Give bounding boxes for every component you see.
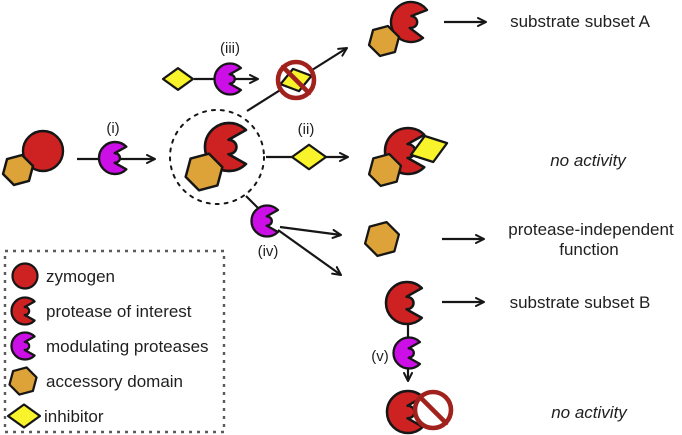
substrate-subset-a-label: substrate subset A: [510, 12, 651, 31]
inhibitor-icon: [292, 145, 326, 169]
legend-item: protease of interest: [11, 298, 192, 325]
start-zymogen-complex: [3, 129, 65, 185]
step-iv-arrow-domain: [279, 225, 342, 239]
zymogen-icon: [21, 129, 65, 173]
step-iv-arrow-protease: [277, 229, 342, 276]
prohibition-slash: [417, 394, 449, 426]
legend-label: modulating proteases: [46, 337, 209, 356]
legend-label: protease of interest: [46, 302, 192, 321]
subset-a-protease-complex: [369, 0, 428, 56]
inhibited-protease-complex: [369, 128, 451, 186]
step-v-label: (v): [371, 348, 389, 365]
legend-item: zymogen: [11, 262, 115, 290]
legend-label: inhibitor: [44, 407, 104, 426]
active-protease-complex: [186, 123, 246, 190]
step-v-modulating-protease-icon: [393, 338, 419, 369]
legend-item: inhibitor: [8, 404, 104, 427]
prohibition-slash: [280, 64, 312, 96]
step-ii-label: (ii): [298, 121, 315, 138]
central-dashed-circle: [169, 109, 265, 205]
inhibitor-icon: [8, 404, 40, 427]
modulating-proteases-icon: [11, 333, 34, 360]
degraded-protease-complex: [387, 389, 454, 433]
protease-independent-label-line2: function: [559, 240, 619, 259]
released-accessory-domain-icon: [365, 222, 399, 256]
step-i-label: (i): [106, 120, 119, 137]
prohibition-ring: [275, 59, 317, 101]
protease-independent-label-line1: protease-independent: [508, 220, 674, 239]
step-iii-label: (iii): [220, 40, 240, 57]
no-activity-label-bottom: no activity: [551, 403, 628, 422]
step-iv-modulating-protease-icon: [251, 206, 277, 237]
substrate-subset-b-label: substrate subset B: [510, 293, 651, 312]
inhibitor-icon: [163, 68, 193, 90]
no-activity-label-top: no activity: [550, 151, 627, 170]
legend-label: zymogen: [46, 267, 115, 286]
free-protease-of-interest-icon: [386, 282, 422, 324]
legend-item: accessory domain: [9, 367, 183, 394]
zymogen-icon: [11, 262, 39, 290]
step-iv-label: (iv): [258, 243, 279, 260]
legend-item: modulating proteases: [11, 333, 209, 360]
degraded-inhibitor-prohibition-icon: [277, 61, 315, 99]
prohibition-icon: [412, 389, 454, 431]
prohibition-ring: [412, 389, 454, 431]
legend-label: accessory domain: [46, 372, 183, 391]
legend-box: zymogen protease of interest modulating …: [5, 249, 226, 432]
accessory-domain-icon: [9, 367, 36, 394]
protease-of-interest-icon: [11, 298, 34, 325]
